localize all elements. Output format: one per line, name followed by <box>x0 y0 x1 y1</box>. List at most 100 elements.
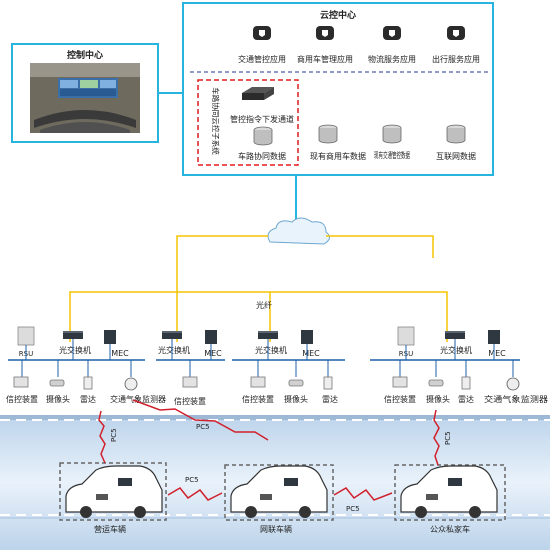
switch-label: 光交换机 <box>255 345 287 355</box>
control-center-title: 控制中心 <box>67 49 103 61</box>
control-center-panel: 控制中心 <box>11 43 159 143</box>
pc5-links <box>98 399 440 501</box>
device-label: 摄像头 <box>46 394 70 404</box>
sensor-icon <box>260 494 272 500</box>
device-label: 雷达 <box>458 394 474 404</box>
mec-icon <box>488 330 500 344</box>
app-icon-3 <box>383 26 401 40</box>
cloud-center-panel: 云控中心 <box>182 2 494 176</box>
vehicle-label: 网联车辆 <box>260 524 292 534</box>
radar-icon <box>461 376 471 390</box>
obu-icon <box>448 478 462 486</box>
app-label-3: 物流服务应用 <box>368 54 416 64</box>
pc5-label: PC5 <box>196 423 210 431</box>
pc5-link-rsu1-vehicle1 <box>98 410 106 464</box>
roadside-group-1: RSU 光交换机 MEC 信控装置 摄像头 雷达 交通气象监测器 <box>6 326 166 404</box>
mec-icon <box>205 330 217 344</box>
camera-icon <box>428 379 444 387</box>
mec-label: MEC <box>204 349 222 358</box>
camera-icon <box>49 379 65 387</box>
weather-monitor-icon <box>506 377 520 391</box>
subsystem-label: 车路协同云控子系统 <box>211 87 221 155</box>
mec-icon <box>301 330 313 344</box>
pc5-label: PC5 <box>346 505 360 513</box>
server-icon <box>242 87 274 100</box>
switch-label: 光交换机 <box>158 345 190 355</box>
app-icon-2 <box>316 26 334 40</box>
app-label-2: 商用车管理应用 <box>297 54 353 64</box>
vehicle-2: 网联车辆 <box>224 464 334 534</box>
fiber-label: 光纤 <box>256 300 272 310</box>
mec-icon <box>104 330 116 344</box>
switch-icon <box>162 331 182 339</box>
fiber-network: 光纤 <box>69 175 448 342</box>
database-icon-4 <box>446 124 466 144</box>
obu-icon <box>284 478 298 486</box>
device-label: 信控装置 <box>384 394 416 404</box>
mec-label: MEC <box>302 349 320 358</box>
device-label: 交通气象监测器 <box>110 394 166 404</box>
device-label: 交通气象监测器 <box>484 394 548 404</box>
switch-icon <box>258 331 278 339</box>
switch-label: 光交换机 <box>440 345 472 355</box>
vehicle-3: 公众私家车 <box>394 464 506 534</box>
rsu-icon <box>17 326 35 346</box>
device-label: 信控装置 <box>242 394 274 404</box>
pc5-link-rsu1-vehicle2 <box>132 399 269 441</box>
radar-icon <box>83 376 93 390</box>
obu-icon <box>118 478 132 486</box>
cloud-icon <box>267 217 330 245</box>
device-label: 雷达 <box>80 394 96 404</box>
sensor-icon <box>96 494 108 500</box>
db-label-4: 互联网数据 <box>436 151 476 161</box>
device-label: 雷达 <box>322 394 338 404</box>
mec-label: MEC <box>488 349 506 358</box>
roadside-group-4: RSU 光交换机 MEC 信控装置 摄像头 雷达 交通气象监测器 <box>384 326 548 404</box>
control-room-image <box>30 63 140 133</box>
signal-controller-icon <box>250 376 266 388</box>
app-icon-1 <box>253 26 271 40</box>
camera-icon <box>288 379 304 387</box>
sensor-icon <box>426 494 438 500</box>
pc5-label: PC5 <box>185 476 199 484</box>
device-label: 信控装置 <box>174 396 206 406</box>
vehicle-1: 营运车辆 <box>59 462 167 534</box>
switch-icon <box>63 331 83 339</box>
database-icon-3 <box>382 124 402 144</box>
weather-monitor-icon <box>124 377 138 391</box>
database-icons <box>253 124 466 146</box>
subsystem-box: 车路协同云控子系统 管控指令下发通道 <box>197 79 299 166</box>
signal-controller-icon <box>182 376 198 388</box>
command-channel-label: 管控指令下发通道 <box>230 114 294 124</box>
signal-controller-icon <box>13 376 29 388</box>
db-label-3: 现有交通管控数据 <box>374 150 410 160</box>
app-label-1: 交通管控应用 <box>238 54 286 64</box>
roadside-group-3: 光交换机 MEC 信控装置 摄像头 雷达 <box>242 330 338 404</box>
roadside-group-2: 光交换机 MEC 信控装置 <box>158 330 222 406</box>
app-label-4: 出行服务应用 <box>432 54 480 64</box>
signal-controller-icon <box>392 376 408 388</box>
pc5-label: PC5 <box>110 428 118 442</box>
vehicle-label: 公众私家车 <box>430 524 470 534</box>
db-label-2: 现有商用车数据 <box>310 151 366 161</box>
pc5-label: PC5 <box>444 431 452 445</box>
device-label: 信控装置 <box>6 394 38 404</box>
database-icon-1 <box>253 126 273 146</box>
device-label: 摄像头 <box>284 394 308 404</box>
pc5-link-rsu4-vehicle3 <box>433 409 440 466</box>
db-label-1: 车路协同数据 <box>238 151 286 161</box>
app-icon-4 <box>447 26 465 40</box>
pc5-link-v2-v3 <box>333 487 393 501</box>
rsu-icon <box>397 326 415 346</box>
cloud-center-title: 云控中心 <box>320 9 356 21</box>
app-icons <box>253 26 465 40</box>
switch-label: 光交换机 <box>59 345 91 355</box>
mec-label: MEC <box>111 349 129 358</box>
radar-icon <box>323 376 333 390</box>
switch-icon <box>445 331 465 339</box>
database-icon-2 <box>318 124 338 144</box>
vehicle-label: 营运车辆 <box>94 524 126 534</box>
device-label: 摄像头 <box>426 394 450 404</box>
pc5-link-v1-v2 <box>167 487 223 501</box>
